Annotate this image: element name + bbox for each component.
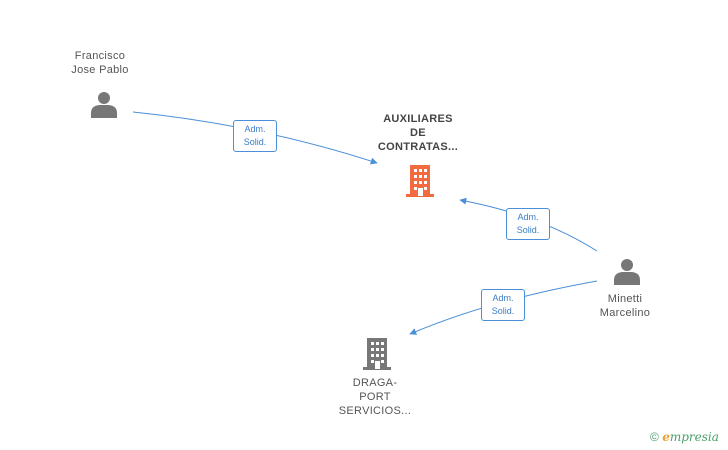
node-label-line: DE — [410, 127, 426, 139]
node-label-line: Minetti — [607, 293, 643, 305]
edge-badge-line: Solid. — [516, 225, 540, 235]
edge-badge-minetti-draga[interactable]: Adm. Solid. — [481, 289, 525, 321]
node-label-francisco[interactable]: Francisco Jose Pablo — [50, 49, 150, 77]
edge-badge-line: Adm. — [492, 293, 514, 303]
brand-name: mpresia — [669, 430, 719, 444]
brand-logo: empresia — [662, 430, 719, 444]
edge-badge-francisco-auxiliares[interactable]: Adm. Solid. — [233, 120, 277, 152]
node-label-line: CONTRATAS... — [377, 141, 459, 153]
node-label-minetti[interactable]: Minetti Marcelino — [575, 292, 675, 320]
node-label-draga[interactable]: DRAGA- PORT SERVICIOS... — [325, 376, 425, 418]
node-label-line: DRAGA- — [352, 377, 398, 389]
footer-brand: © empresia — [650, 430, 719, 444]
node-label-line: Francisco — [74, 50, 126, 62]
person-icon[interactable] — [612, 256, 642, 286]
node-label-line: Marcelino — [599, 307, 651, 319]
building-icon[interactable] — [361, 336, 393, 370]
brand-initial: e — [662, 430, 670, 444]
node-label-line: AUXILIARES — [383, 113, 453, 125]
node-label-auxiliares[interactable]: AUXILIARES DE CONTRATAS... — [358, 112, 478, 154]
edge-badge-line: Solid. — [491, 306, 515, 316]
node-label-line: PORT — [359, 391, 391, 403]
person-icon[interactable] — [89, 89, 119, 119]
node-label-line: SERVICIOS... — [338, 405, 412, 417]
building-icon[interactable] — [404, 163, 436, 197]
edge-badge-line: Adm. — [244, 124, 266, 134]
edge-badge-line: Solid. — [243, 137, 267, 147]
edge-badge-line: Adm. — [517, 212, 539, 222]
node-label-line: Jose Pablo — [71, 64, 129, 76]
copyright-symbol: © — [650, 430, 659, 444]
edge-badge-minetti-auxiliares[interactable]: Adm. Solid. — [506, 208, 550, 240]
